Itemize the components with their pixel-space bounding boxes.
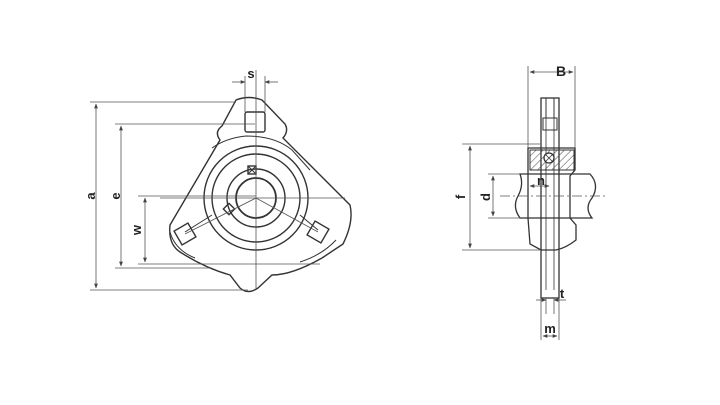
label-n: n <box>537 173 545 188</box>
label-t: t <box>560 286 565 301</box>
side-view <box>514 97 597 299</box>
bolt-slot-top <box>244 111 266 133</box>
flange-plate <box>540 97 560 299</box>
front-view <box>169 96 352 293</box>
label-w: w <box>129 224 144 236</box>
label-m: m <box>544 321 556 336</box>
bolt-stud <box>542 98 558 131</box>
front-dimension-lines <box>90 70 345 291</box>
label-d: d <box>478 193 493 201</box>
bolt-slot-left <box>173 222 197 246</box>
shaft <box>514 173 597 219</box>
label-f: f <box>453 194 468 199</box>
side-dimension-lines <box>462 66 605 340</box>
label-s: s <box>247 66 254 81</box>
label-e: e <box>108 192 123 199</box>
label-a: a <box>83 192 98 200</box>
flange-outline <box>169 96 352 293</box>
label-B: B <box>556 63 566 79</box>
set-screw-left <box>222 202 236 216</box>
flange-inner-edge <box>169 135 337 263</box>
housing-body <box>527 147 577 251</box>
